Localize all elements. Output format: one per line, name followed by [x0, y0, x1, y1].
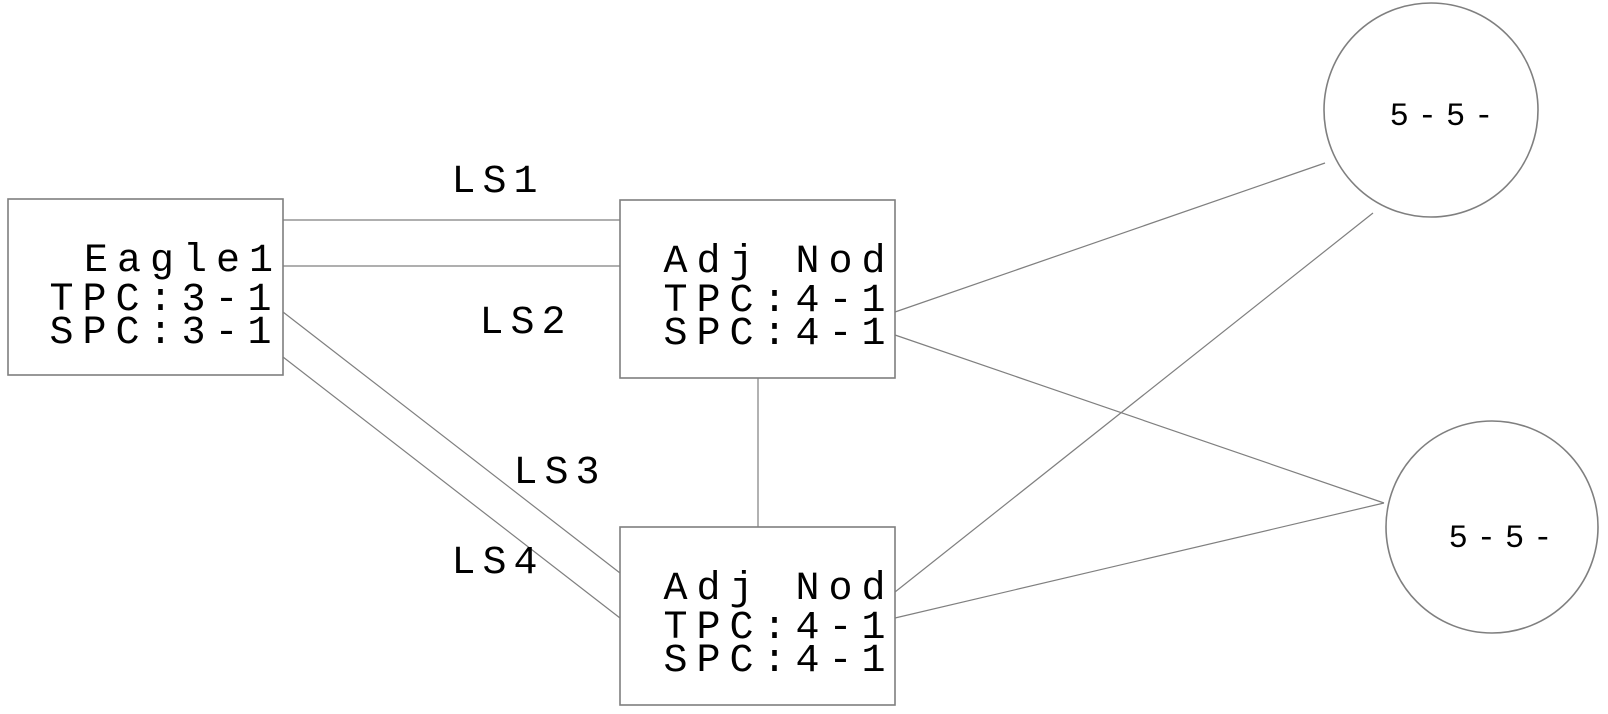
node-adj-upper-name: Adj Nod	[663, 240, 894, 285]
node-eagle1-tpc: TPC:3-1	[49, 278, 280, 323]
node-eagle1-box[interactable]	[7, 198, 284, 376]
node-adj-upper-tpc: TPC:4-1	[663, 279, 894, 324]
node-eagle1-name: Eagle1	[84, 239, 282, 284]
node-cluster-lower-label: 5-5-	[1449, 520, 1562, 557]
node-adj-upper-spc: SPC:4-1	[663, 312, 894, 357]
node-cluster-lower-circle[interactable]	[1385, 420, 1599, 634]
link-adj-upper-cluster-lower-line[interactable]	[894, 334, 1385, 504]
node-eagle1-spc: SPC:3-1	[49, 311, 280, 356]
node-adj-lower-box[interactable]	[619, 526, 896, 706]
node-adj-upper-box[interactable]	[619, 199, 896, 379]
node-cluster-upper-label: 5-5-	[1390, 98, 1503, 135]
link-ls3-label: LS3	[513, 451, 606, 496]
link-ls1-label: LS1	[451, 160, 544, 205]
link-ls3-line[interactable]	[282, 311, 621, 574]
node-adj-lower-spc: SPC:4-1	[663, 639, 894, 684]
link-ls2-label: LS2	[479, 301, 572, 346]
node-adj-lower-tpc: TPC:4-1	[663, 606, 894, 651]
link-adj-upper-cluster-upper-line[interactable]	[894, 162, 1326, 313]
node-cluster-upper-circle[interactable]	[1323, 2, 1539, 218]
link-ls4-label: LS4	[451, 541, 544, 586]
node-adj-lower-name: Adj Nod	[663, 567, 894, 612]
link-adj-lower-cluster-upper-line[interactable]	[894, 212, 1374, 593]
link-ls4-line[interactable]	[282, 356, 621, 619]
link-adj-lower-cluster-lower-line[interactable]	[894, 502, 1385, 619]
